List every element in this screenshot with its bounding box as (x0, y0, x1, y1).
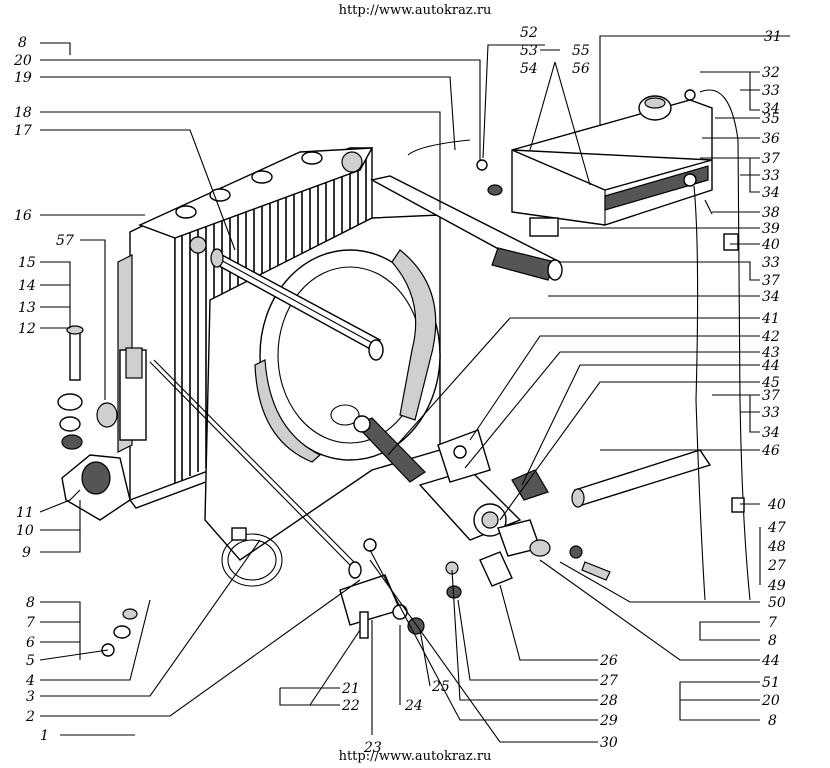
callout-label: 14 (18, 278, 36, 294)
callout-label: 33 (762, 405, 780, 421)
callout-label: 4 (25, 673, 35, 689)
callout-label: 9 (22, 545, 31, 561)
callout-label: 8 (26, 595, 35, 611)
callout-label: 21 (341, 681, 360, 697)
callout-label: 23 (363, 740, 382, 756)
upper-pipe (210, 175, 563, 361)
callout-labels: 8 20 19 18 17 16 57 15 14 13 12 11 10 9 … (13, 25, 786, 756)
callout-label: 1 (40, 728, 49, 744)
callout-label: 29 (599, 713, 618, 729)
callout-label: 20 (761, 693, 780, 709)
callout-label: 10 (16, 523, 34, 539)
callout-label: 27 (599, 673, 618, 689)
callout-label: 49 (767, 578, 786, 594)
callout-label: 33 (762, 168, 780, 184)
watermark-bottom: http://www.autokraz.ru (338, 749, 492, 764)
callout-label: 40 (761, 237, 780, 253)
callout-label: 25 (431, 679, 450, 695)
callout-label: 8 (18, 35, 27, 51)
callout-label: 34 (762, 101, 780, 117)
callout-label: 53 (520, 43, 538, 59)
callout-label: 17 (14, 123, 32, 139)
callout-label: 37 (762, 388, 780, 404)
callout-label: 37 (762, 273, 780, 289)
callout-label: 34 (762, 289, 780, 305)
callout-label: 51 (762, 675, 780, 691)
drain-rod (149, 359, 513, 639)
callout-label: 47 (767, 520, 786, 536)
callout-label: 45 (761, 375, 780, 391)
small-fasteners (101, 608, 138, 657)
callout-label: 15 (18, 255, 36, 271)
callout-label: 12 (18, 321, 36, 337)
callout-label: 55 (572, 43, 590, 59)
callout-label: 35 (762, 111, 780, 127)
callout-label: 22 (341, 698, 360, 714)
callout-label: 32 (762, 65, 780, 81)
lower-hose (353, 415, 712, 581)
callout-label: 52 (520, 25, 538, 41)
callout-label: 38 (762, 205, 780, 221)
leader-lines (39, 35, 790, 743)
callout-label: 7 (26, 615, 35, 631)
callout-label: 41 (761, 311, 780, 327)
callout-label: 34 (762, 185, 780, 201)
callout-label: 8 (768, 713, 777, 729)
callout-label: 27 (767, 558, 786, 574)
callout-label: 3 (26, 689, 35, 705)
callout-label: 48 (767, 539, 786, 555)
callout-label: 56 (572, 61, 590, 77)
watermark-top: http://www.autokraz.ru (338, 3, 492, 18)
overflow-hose (407, 89, 751, 601)
callout-label: 40 (767, 497, 786, 513)
callout-label: 39 (762, 221, 780, 237)
callout-label: 28 (599, 693, 618, 709)
callout-label: 57 (56, 233, 74, 249)
callout-label: 2 (25, 709, 35, 725)
callout-label: 43 (761, 345, 780, 361)
callout-label: 33 (762, 255, 780, 271)
callout-label: 36 (762, 131, 780, 147)
callout-label: 42 (761, 329, 780, 345)
callout-label: 18 (14, 105, 32, 121)
callout-label: 46 (761, 443, 780, 459)
callout-label: 20 (13, 53, 32, 69)
hose-clamp (221, 527, 283, 587)
callout-label: 44 (761, 653, 780, 669)
callout-label: 7 (768, 615, 777, 631)
callout-label: 26 (599, 653, 618, 669)
callout-label: 54 (520, 61, 538, 77)
callout-label: 50 (768, 595, 786, 611)
callout-label: 30 (600, 735, 618, 751)
callout-label: 37 (762, 151, 780, 167)
callout-label: 34 (762, 425, 780, 441)
callout-label: 16 (14, 208, 32, 224)
callout-label: 19 (14, 70, 32, 86)
expansion-tank (511, 89, 713, 237)
callout-label: 33 (762, 83, 780, 99)
callout-label: 13 (18, 300, 36, 316)
callout-label: 44 (761, 358, 780, 374)
mount-bracket (57, 325, 147, 521)
callout-label: 11 (16, 505, 34, 521)
callout-label: 24 (404, 698, 423, 714)
callout-label: 5 (26, 653, 35, 669)
callout-label: 31 (764, 29, 782, 45)
callout-label: 6 (26, 635, 35, 651)
callout-label: 8 (768, 633, 777, 649)
